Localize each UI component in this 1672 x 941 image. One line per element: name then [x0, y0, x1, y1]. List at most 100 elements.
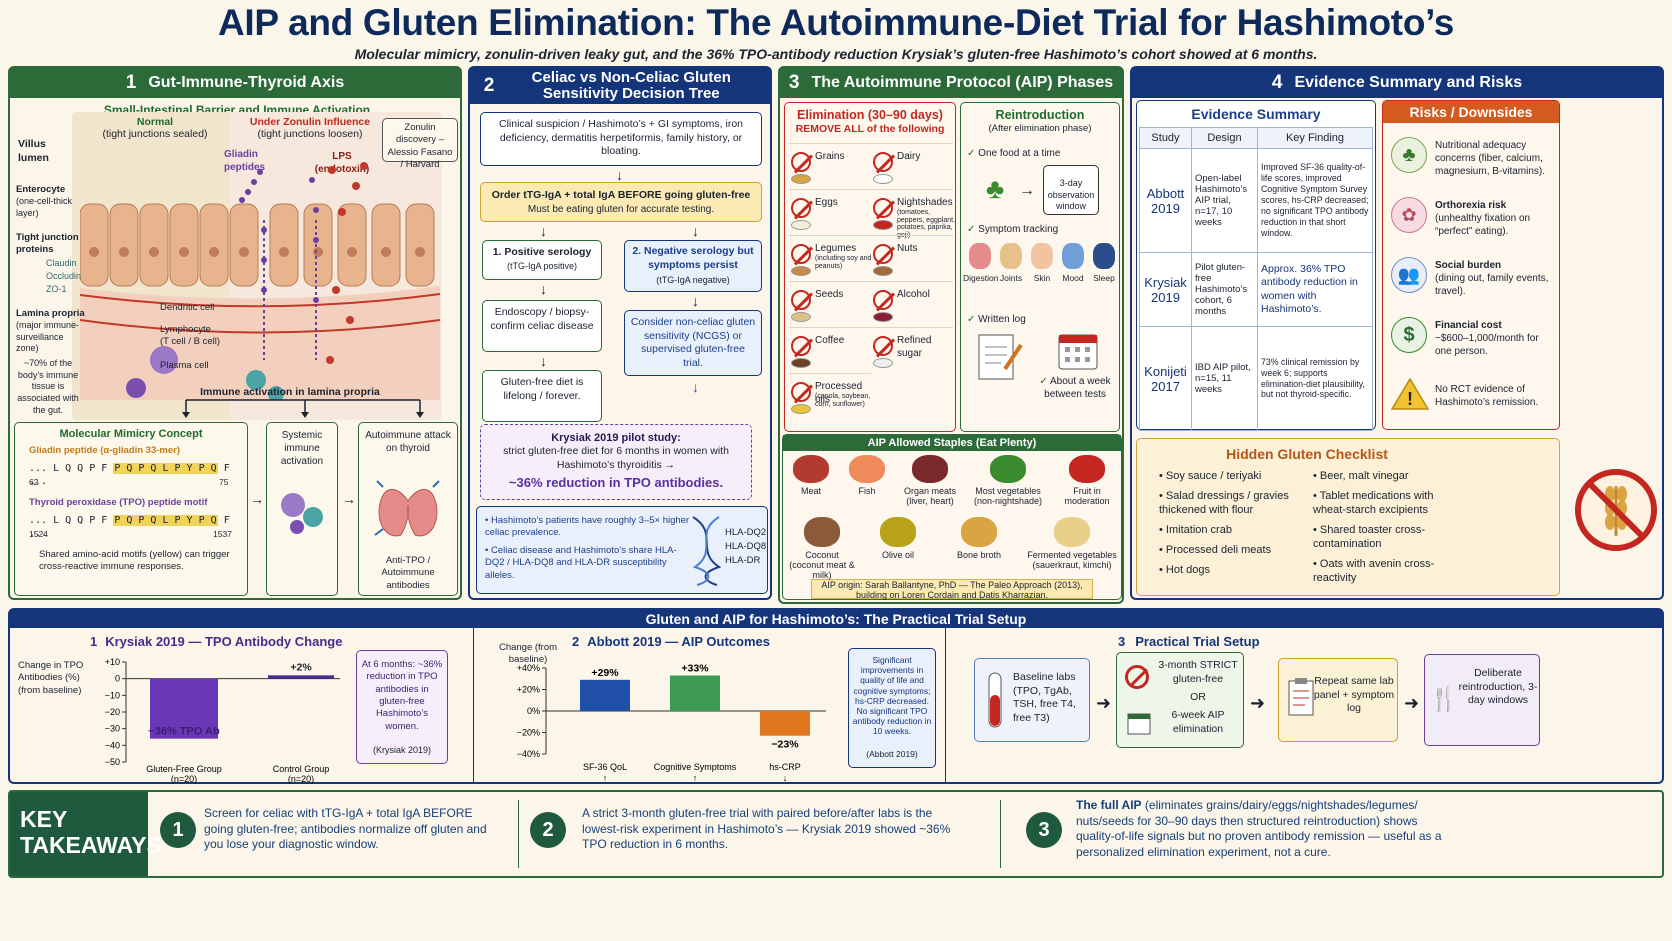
elimination-phase-box: Elimination (30–90 days) REMOVE ALL of t… [784, 102, 956, 432]
allowed-fruit: Fruit in moderation [1053, 453, 1121, 515]
fork-knife-icon: 🍴 [1429, 685, 1459, 713]
data-label: +2% [290, 661, 312, 673]
arrow-down-icon: ↓ [692, 223, 699, 239]
y-tick-label: −50 [105, 757, 120, 767]
order-serology-box: Order tTG-IgA + total IgA BEFORE going g… [480, 182, 762, 222]
order-serology-text: Order tTG-IgA + total IgA BEFORE going g… [491, 189, 751, 201]
mimicry-title: Molecular Mimicry Concept [59, 428, 203, 440]
hidden-gluten-title: Hidden Gluten Checklist [1226, 446, 1388, 462]
takeaway-2: A strict 3-month gluten-free trial with … [582, 806, 951, 852]
hidden-gluten-item: • Processed deli meats [1159, 544, 1272, 556]
hidden-gluten-item: • Shared toaster cross-contamination [1313, 524, 1426, 551]
page-title: AIP and Gluten Elimination: The Autoimmu… [217, 2, 1455, 43]
table-header: Key Finding [1257, 127, 1373, 149]
calendar-icon [1127, 713, 1151, 735]
no-wheat-icon [1575, 469, 1657, 551]
allowed-staples-box: AIP Allowed Staples (Eat Plenty) AIP ori… [782, 434, 1122, 600]
observation-window-calendar: 3-day observation window [1043, 165, 1099, 215]
arrow-down-icon: ↓ [540, 281, 547, 297]
krysiak-result: ~36% reduction in TPO antibodies. [508, 475, 724, 490]
ncgs-box: Consider non-celiac gluten sensitivity (… [624, 310, 762, 376]
y-tick-label: +10 [105, 657, 120, 667]
gliadin-sequence: ... L Q Q P F P Q P Q L P Y P Q F ... [29, 463, 230, 487]
allowed-coconut: Coconut (coconut meat & milk) [787, 515, 857, 580]
risk-social: (dining out, family events, travel). [1435, 273, 1549, 297]
lymphocyte-label: Lymphocyte [160, 324, 211, 335]
negative-serology-box: 2. Negative serology but symptoms persis… [624, 240, 762, 292]
takeaway-3: The full AIP (eliminates grains/dairy/eg… [1076, 798, 1442, 859]
finding-cell: Approx. 36% TPO antibody reduction in wo… [1257, 252, 1373, 327]
eliminated-grains: Grains [789, 143, 871, 187]
allowed-meat: Meat [785, 453, 837, 515]
category-label: (n=20) [288, 774, 314, 784]
arrow-right-icon: ➜ [1404, 693, 1420, 713]
eliminated-label: Nightshades [897, 197, 953, 208]
y-tick-label: +20% [517, 685, 540, 695]
eliminated-sub: (including soy and peanuts) [815, 255, 872, 270]
prohibited-icon [873, 290, 893, 310]
y-tick-label: −40% [517, 749, 540, 759]
y-tick-label: −20 [105, 707, 120, 717]
villus-lumen-label: Villus lumen [18, 138, 49, 164]
positive-serology-box: 1. Positive serology (tTG-IgA positive) [482, 240, 602, 280]
negative-serology-label: 2. Negative serology but symptoms persis… [632, 245, 754, 271]
molecular-mimicry-box: Molecular Mimicry Concept Gliadin peptid… [14, 422, 248, 596]
page-subtitle: Molecular mimicry, zonulin-driven leaky … [354, 46, 1318, 62]
arrow-right-icon: → [1019, 182, 1035, 199]
dendritic-cell-label: Dendritic cell [160, 302, 215, 313]
panel-title: Celiac vs Non-Celiac Gluten Sensitivity … [531, 69, 731, 102]
bar-control [268, 675, 334, 679]
eliminated-coffee: Coffee [789, 327, 871, 371]
category-label: ↑ [693, 773, 698, 783]
allowed-label: Olive oil [881, 550, 914, 560]
order-serology-sub: Must be eating gluten for accurate testi… [527, 204, 715, 215]
allowed-organ: Organ meats (liver, heart) [897, 453, 963, 515]
arrow-down-icon: ↓ [540, 223, 547, 239]
arrow-down-icon: ↓ [540, 353, 547, 369]
repeat-labs-step: Repeat same lab panel + symptom log [1278, 658, 1398, 742]
calendar-icon [1058, 334, 1098, 370]
eliminated-alcohol: Alcohol [871, 281, 953, 325]
divider [518, 800, 519, 868]
zonulin-sub: (tight junctions loosen) [257, 128, 363, 140]
mimicry-note: Shared amino-acid motifs (yellow) can tr… [39, 549, 230, 573]
gut-immune-fact: ~70% of the body’s immune tissue is asso… [17, 358, 79, 415]
krysiak-note-box: At 6 months: ~36% reduction in TPO antib… [356, 650, 448, 764]
eliminated-sugar: Refined sugar [871, 327, 953, 371]
autoimmune-attack-box: Autoimmune attack on thyroid Anti-TPO / … [358, 422, 458, 596]
autoimmune-label: Autoimmune attack on thyroid [365, 430, 451, 454]
clinical-suspicion-box: Clinical suspicion / Hashimoto’s + GI sy… [480, 112, 762, 166]
meat-icon [793, 455, 829, 483]
study-cell: Krysiak 2019 [1139, 252, 1192, 327]
bar-hscrp [760, 711, 810, 736]
krysiak-title: Krysiak 2019 pilot study: [551, 432, 681, 444]
baseline-labs-step: Baseline labs (TPO, TgAb, TSH, free T4, … [974, 658, 1090, 742]
fermented-vegetables-icon [1054, 517, 1090, 547]
olive-oil-icon [880, 517, 916, 547]
eliminated-oils: Processed oils(canola, soybean, corn, su… [789, 373, 871, 417]
allowed-title: AIP Allowed Staples (Eat Plenty) [783, 435, 1121, 451]
fruit-icon [1069, 455, 1105, 483]
eliminated-label: Eggs [815, 197, 838, 208]
aip-origin: AIP origin: Sarah Ballantyne, PhD — The … [811, 579, 1093, 600]
moon-icon [1093, 243, 1115, 269]
normal-label: Normal [136, 116, 174, 128]
category-label: ↓ [783, 773, 788, 783]
immune-activation-label: Immune activation in lamina propria [200, 386, 380, 398]
aip-option: 6-week AIP elimination [1171, 709, 1225, 735]
immune-cells-icon [281, 493, 323, 534]
data-label: −23% [771, 739, 799, 751]
panel-title: Evidence Summary and Risks [1294, 73, 1523, 91]
prohibited-icon [791, 382, 811, 402]
